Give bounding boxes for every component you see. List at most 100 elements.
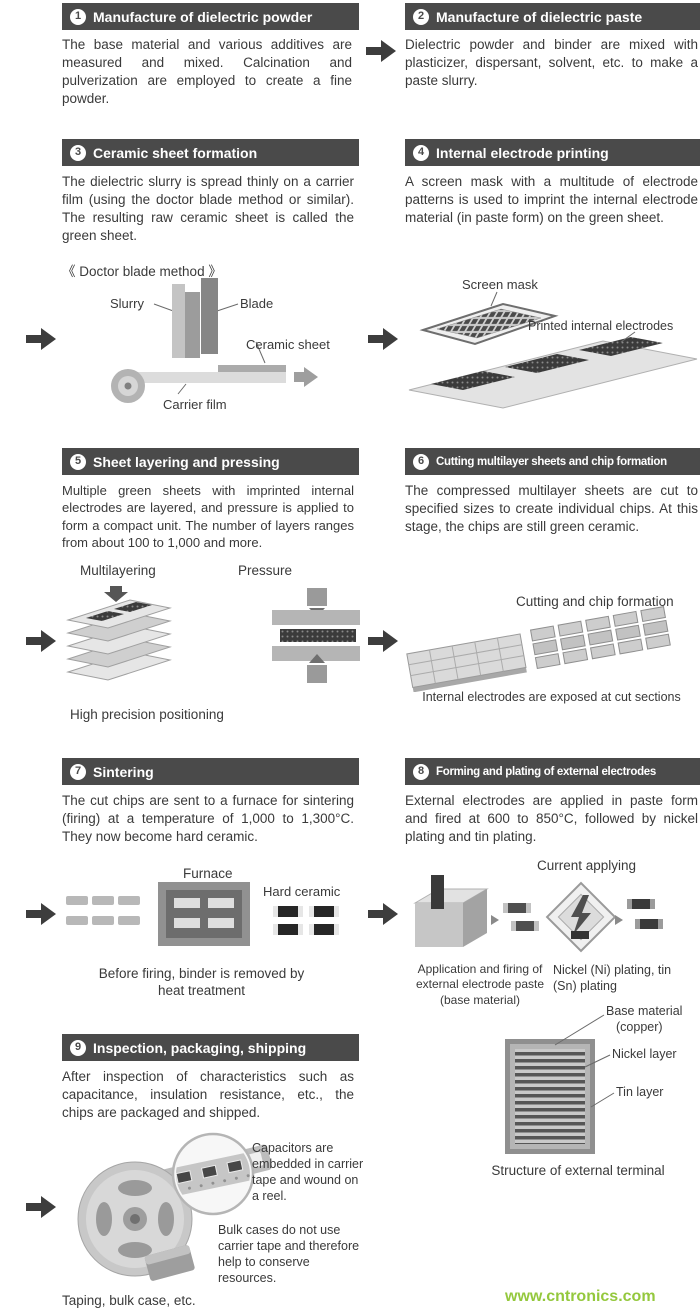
flow-arrow-icon [26,1196,56,1218]
step8-title: Forming and plating of external electrod… [436,765,656,778]
step2-number-badge: 2 [413,8,429,25]
step8-description: External electrodes are applied in paste… [405,793,698,844]
step5-header: 5 Sheet layering and pressing [62,448,359,475]
electrode-printing-diagram [408,291,698,409]
printed-electrode [505,354,589,373]
flow-arrow-icon [368,630,398,652]
step2-title: Manufacture of dielectric paste [436,8,643,25]
step1-title: Manufacture of dielectric powder [93,8,313,25]
green-sheet [408,340,698,409]
press-lower-plate [272,646,360,661]
step8-number-badge: 8 [413,763,429,780]
step7-number-badge: 7 [70,763,86,780]
tin-layer-label: Tin layer [616,1085,664,1099]
step3-header: 3 Ceramic sheet formation [62,139,359,166]
step1-header: 1 Manufacture of dielectric powder [62,3,359,30]
screen-mask-grid [436,308,542,339]
furnace-interior [166,890,242,938]
base-material-shape [515,1049,585,1144]
multilayering-label: Multilayering [80,563,156,578]
paste-application-caption-line1: Application and firing of external elect… [415,962,545,992]
step1-number-badge: 1 [70,8,86,25]
cut-sections-caption: Internal electrodes are exposed at cut s… [422,690,681,704]
paste-block-front [415,903,463,947]
screen-mask-label: Screen mask [462,277,538,292]
flow-arrow-icon [26,630,56,652]
external-terminal-structure-diagram [505,1014,615,1154]
cutting-label: Cutting and chip formation [516,594,674,609]
base-material-label: Base material [606,1004,683,1018]
step9-header: 9 Inspection, packaging, shipping [62,1034,359,1061]
binder-removal-caption: Before firing, binder is removed by heat… [98,966,305,999]
stacking-arrow-icon [104,586,128,602]
green-chips [66,896,140,925]
bulk-case-caption: Bulk cases do not use carrier tape and t… [218,1223,360,1285]
flow-arrow-icon [368,903,398,925]
blade [201,278,218,354]
blade-label: Blade [240,296,274,311]
pressure-label: Pressure [238,563,293,578]
carrier-film-strip [134,372,286,383]
magnified-tape-view [176,1151,250,1197]
step9-number-badge: 9 [70,1039,86,1056]
printed-electrode [431,371,515,390]
watermark: www.cntronics.com [505,1288,656,1305]
printed-electrodes-label: Printed internal electrodes [528,319,674,333]
step9-title: Inspection, packaging, shipping [93,1039,307,1056]
step3-number-badge: 3 [70,144,86,161]
carrier-film-label: Carrier film [163,397,227,412]
press-upper-plate [272,610,360,625]
film-motion-arrow-icon [294,367,318,387]
hard-ceramic-label: Hard ceramic [263,884,341,899]
step3-title: Ceramic sheet formation [93,144,258,161]
step5-title: Sheet layering and pressing [93,453,280,470]
furnace-label: Furnace [183,866,233,881]
step7-header: 7 Sintering [62,758,359,785]
flow-arrow-icon [26,903,56,925]
sintering-diagram [66,882,339,946]
step2-header: 2 Manufacture of dielectric paste [405,3,700,30]
step6-description: The compressed multilayer sheets are cut… [405,483,698,534]
step9-description: After inspection of characteristics such… [62,1069,354,1120]
current-applying-label: Current applying [537,858,637,873]
step7-description: The cut chips are sent to a furnace for … [62,793,354,844]
step6-number-badge: 6 [413,453,429,470]
ceramic-sheet-label: Ceramic sheet [246,337,330,352]
printed-electrode [579,337,663,356]
flow-arrow-icon [366,40,396,62]
ceramic-sheet-strip [218,365,286,372]
layering-pressing-diagram [66,586,360,683]
small-arrow-icon [491,915,499,925]
multilayer-slab [406,633,527,688]
press-up-arrow-icon [309,654,325,663]
taping-bulk-label: Taping, bulk case, etc. [62,1293,196,1308]
flow-arrow-icon [368,328,398,350]
slurry-column [185,292,200,358]
terminal-structure-caption: Structure of external terminal [491,1163,665,1178]
step8-header: 8 Forming and plating of external electr… [405,758,700,785]
doctor-blade-method-title: 《 Doctor blade method 》 [62,264,222,279]
copper-label: (copper) [616,1020,663,1034]
step3-description: The dielectric slurry is spread thinly o… [62,174,354,243]
step4-description: A screen mask with a multitude of electr… [405,174,698,225]
step4-header: 4 Internal electrode printing [405,139,700,166]
slurry-label: Slurry [110,296,144,311]
step1-description: The base material and various additives … [62,37,352,106]
taping-caption: Capacitors are embedded in carrier tape … [252,1141,364,1203]
fired-electrode-chips [503,903,539,931]
packaging-diagram [77,1132,273,1281]
cutting-diagram [406,606,671,692]
plating-caption: Nickel (Ni) plating, tin (Sn) plating [553,963,672,993]
small-arrow-icon [615,915,623,925]
nickel-layer-label: Nickel layer [612,1047,677,1061]
press-upper-ram [307,588,327,606]
high-precision-caption: High precision positioning [70,707,224,722]
doctor-blade-diagram [111,278,318,403]
hard-ceramic-chips [273,906,339,935]
dipped-chip [431,875,444,909]
step4-number-badge: 4 [413,144,429,161]
plated-chips [627,899,663,929]
step4-title: Internal electrode printing [436,144,609,161]
step6-title: Cutting multilayer sheets and chip forma… [436,455,667,468]
